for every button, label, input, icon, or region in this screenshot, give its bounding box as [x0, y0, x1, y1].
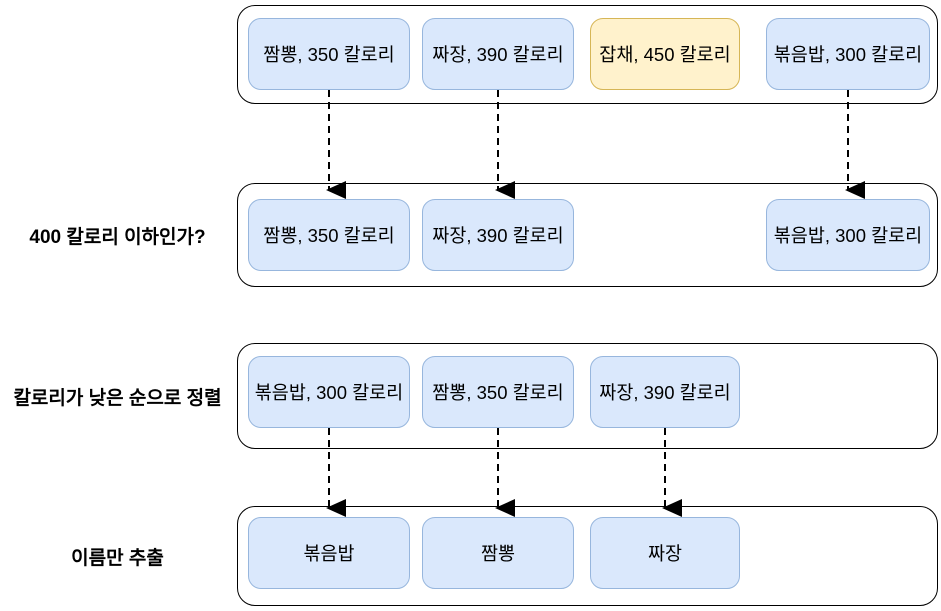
sort-item-jjamppong: 짬뽕, 350 칼로리 [422, 356, 574, 428]
stage-map-label: 이름만 추출 [71, 547, 164, 569]
source-item-bokkeumbap: 볶음밥, 300 칼로리 [766, 18, 930, 90]
map-item-jjajang: 짜장 [590, 517, 740, 589]
stage-filter-label: 400 칼로리 이하인가? [29, 226, 206, 248]
stage-sort-label: 칼로리가 낮은 순으로 정렬 [13, 387, 222, 409]
source-item-jjamppong: 짬뽕, 350 칼로리 [248, 18, 410, 90]
map-item-bokkeumbap: 볶음밥 [248, 517, 410, 589]
filter-item-jjamppong: 짬뽕, 350 칼로리 [248, 199, 410, 271]
filter-item-bokkeumbap: 볶음밥, 300 칼로리 [766, 199, 930, 271]
sort-item-jjajang: 짜장, 390 칼로리 [590, 356, 740, 428]
map-item-jjamppong: 짬뽕 [422, 517, 574, 589]
source-item-japchae-highlighted: 잡채, 450 칼로리 [590, 18, 740, 90]
filter-item-jjajang: 짜장, 390 칼로리 [422, 199, 574, 271]
sort-item-bokkeumbap: 볶음밥, 300 칼로리 [248, 356, 410, 428]
source-item-jjajang: 짜장, 390 칼로리 [422, 18, 574, 90]
